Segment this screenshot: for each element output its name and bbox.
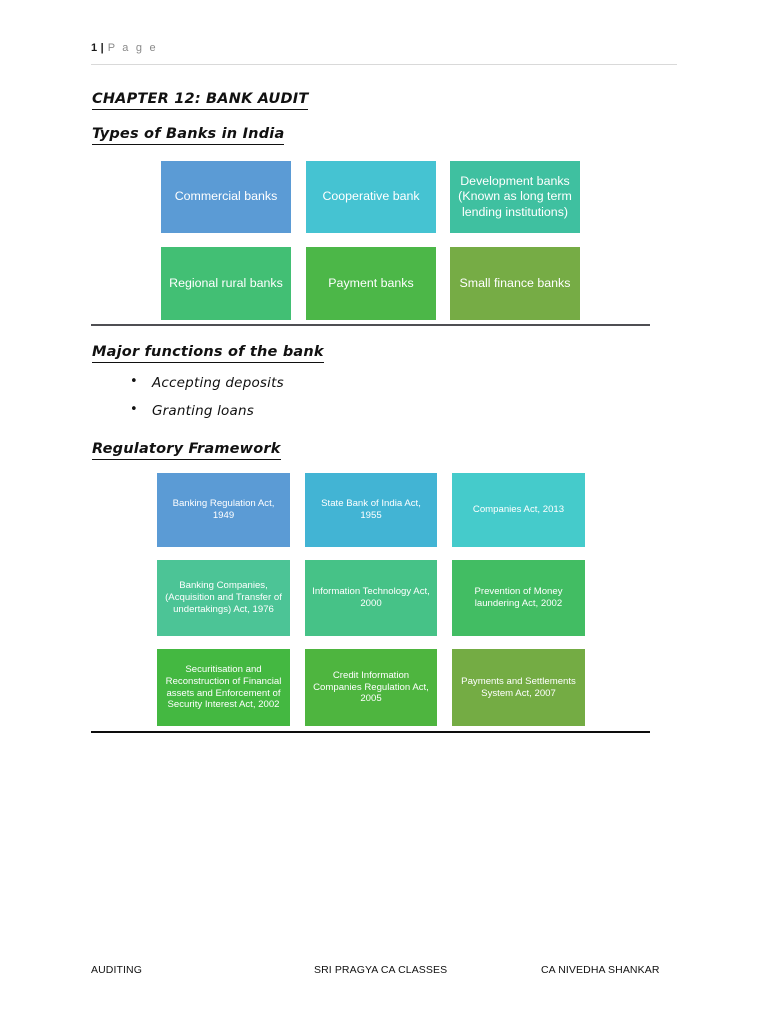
- bank-type-box-1: Commercial banks: [161, 161, 291, 233]
- footer-center-text: SRI PRAGYA CA CLASSES: [314, 964, 448, 976]
- section-heading-regulatory-framework: Regulatory Framework: [92, 441, 281, 460]
- section-divider-top: [91, 324, 650, 326]
- bank-type-box-2: Cooperative bank: [306, 161, 436, 233]
- regulation-box-8: Credit Information Companies Regulation …: [305, 649, 437, 726]
- regulation-box-4: Banking Companies, (Acquisition and Tran…: [157, 560, 290, 636]
- footer-left-text: AUDITING: [91, 964, 142, 976]
- regulation-box-7: Securitisation and Reconstruction of Fin…: [157, 649, 290, 726]
- regulation-box-6: Prevention of Money laundering Act, 2002: [452, 560, 585, 636]
- page-footer: AUDITING SRI PRAGYA CA CLASSES CA NIVEDH…: [91, 964, 681, 982]
- bank-type-box-3: Development banks (Known as long term le…: [450, 161, 580, 233]
- regulation-box-3: Companies Act, 2013: [452, 473, 585, 547]
- regulation-box-5: Information Technology Act, 2000: [305, 560, 437, 636]
- section-heading-major-functions: Major functions of the bank: [92, 344, 324, 363]
- bank-type-box-5: Payment banks: [306, 247, 436, 320]
- page-title-chapter: CHAPTER 12: BANK AUDIT: [92, 91, 309, 110]
- major-function-item-2: Granting loans: [112, 402, 532, 421]
- major-function-item-1: Accepting deposits: [112, 374, 532, 393]
- section-divider-bottom: [91, 731, 650, 733]
- page-header: 1 | P a g e: [91, 42, 677, 65]
- header-page-word: P a g e: [107, 42, 158, 54]
- regulation-box-9: Payments and Settlements System Act, 200…: [452, 649, 585, 726]
- major-functions-list: Accepting depositsGranting loans: [112, 374, 532, 430]
- regulation-box-1: Banking Regulation Act, 1949: [157, 473, 290, 547]
- section-heading-types-of-banks: Types of Banks in India: [92, 126, 285, 145]
- header-separator: |: [100, 42, 104, 54]
- bank-type-box-4: Regional rural banks: [161, 247, 291, 320]
- header-page-number: 1: [91, 42, 98, 54]
- bank-type-box-6: Small finance banks: [450, 247, 580, 320]
- regulation-box-2: State Bank of India Act, 1955: [305, 473, 437, 547]
- footer-right-text: CA NIVEDHA SHANKAR: [541, 964, 660, 976]
